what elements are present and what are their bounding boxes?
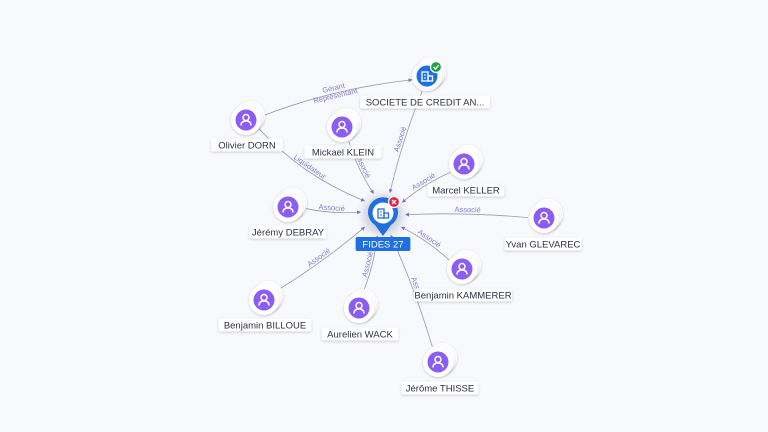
edge-label: Associé [454,205,480,215]
building-icon [421,71,434,82]
center-label: FIDES 27 [362,239,403,250]
node-label: Olivier DORN [218,140,276,151]
edge-label: Associé [392,125,409,153]
center-label-bg [355,237,411,251]
user-icon [458,157,470,170]
nodes-layer: SOCIETE DE CREDIT AN... Olivier DORN Micka… [211,57,582,395]
node-label: Jérôme THISSE [406,383,474,394]
node-label: Benjamin KAMMERER [414,290,511,301]
edge-label: GérantReprésentant [311,78,360,105]
building-icon [377,208,390,219]
node-label-bg [427,183,505,197]
node-label-bg [413,288,513,302]
node-label: Mickael KLEIN [312,147,374,158]
edge-line [404,212,529,219]
user-icon [336,120,348,133]
node-thisse[interactable]: Jérôme THISSE [401,343,479,395]
edge-label: Associé [360,250,375,278]
user-icon [353,301,365,314]
node-label: Aurelien WACK [327,329,393,340]
user-icon [282,200,294,213]
node-label: Benjamin BILLOUE [224,320,306,331]
node-label-bg [360,95,490,109]
user-icon [240,113,252,126]
node-wack[interactable]: Aurelien WACK [321,289,399,341]
node-billoue[interactable]: Benjamin BILLOUE [218,281,312,332]
node-kammerer[interactable]: Benjamin KAMMERER [413,250,513,302]
edge-label: Associé [318,202,345,213]
edge-debray-center: Associé [303,202,362,215]
node-label-bg [218,318,312,332]
node-klein[interactable]: Mickael KLEIN [304,108,382,159]
user-icon [456,262,468,275]
user-icon [432,355,444,368]
node-label-bg [211,138,283,152]
edge-glevarec-center: Associé [404,205,529,219]
node-company[interactable]: SOCIETE DE CREDIT AN... [360,57,490,109]
node-label: SOCIETE DE CREDIT AN... [366,97,485,108]
node-glevarec[interactable]: Yvan GLEVAREC [504,199,582,251]
node-label-bg [504,237,582,251]
node-label-bg [321,327,399,341]
node-center[interactable]: FIDES 27 [355,195,411,251]
node-label: Yvan GLEVAREC [506,239,581,250]
edge-label: Associé [416,227,443,249]
node-label: Jérémy DEBRAY [252,227,325,238]
user-icon [258,293,270,306]
edge-line [400,226,450,261]
user-icon [538,211,550,224]
edge-line [261,78,413,117]
edge-line [401,172,451,203]
edge-line [276,226,366,291]
edge-label: Associé [306,246,333,269]
edge-line [303,207,362,215]
node-label-bg [249,225,327,239]
node-label: Marcel KELLER [432,185,500,196]
node-keller[interactable]: Marcel KELLER [427,145,505,197]
close-icon [387,195,401,209]
node-label-bg [304,145,382,159]
check-icon [429,60,443,74]
node-dorn[interactable]: Olivier DORN [211,101,283,152]
node-label-bg [401,381,479,395]
node-debray[interactable]: Jérémy DEBRAY [249,188,327,239]
